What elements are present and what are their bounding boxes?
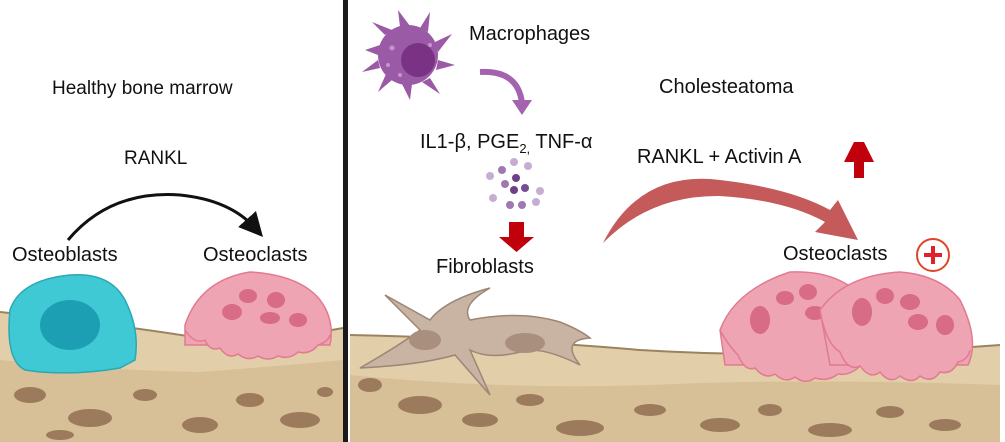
right-panel-title: Cholesteatoma	[659, 76, 794, 98]
bone-right	[349, 334, 1001, 442]
osteoclast-cell-right-2	[819, 271, 974, 382]
panel-divider	[343, 0, 348, 442]
increase-up-arrow	[844, 142, 874, 178]
osteoblast-cell	[8, 273, 137, 374]
cytokine-particles	[486, 158, 544, 209]
osteoclast-cell-left	[184, 271, 332, 360]
osteoclasts-label-right: Osteoclasts	[783, 243, 888, 265]
cytokines-label: IL1-β, PGE2, TNF-α	[420, 131, 592, 156]
rankl-arrow-left	[66, 193, 263, 241]
right-signal-label: RANKL + Activin A	[637, 146, 802, 168]
left-panel-title: Healthy bone marrow	[52, 78, 233, 99]
macrophages-label: Macrophages	[469, 23, 591, 45]
rankl-activin-arrow	[603, 178, 858, 243]
fibroblast-cells	[359, 287, 592, 396]
macrophage-secretion-arrow	[479, 68, 532, 115]
macrophage-cell	[362, 10, 455, 100]
left-signal-label: RANKL	[124, 148, 188, 169]
fibroblasts-label: Fibroblasts	[436, 256, 534, 278]
plus-circle-icon	[916, 238, 950, 272]
osteoclasts-label-left: Osteoclasts	[203, 244, 308, 266]
cytokines-text-2: TNF-α	[530, 131, 593, 153]
osteoblasts-label: Osteoblasts	[12, 244, 118, 266]
red-down-arrow	[499, 222, 534, 252]
cytokines-text-1: IL1-β, PGE	[420, 131, 520, 153]
cytokines-subscript: 2,	[519, 141, 531, 156]
